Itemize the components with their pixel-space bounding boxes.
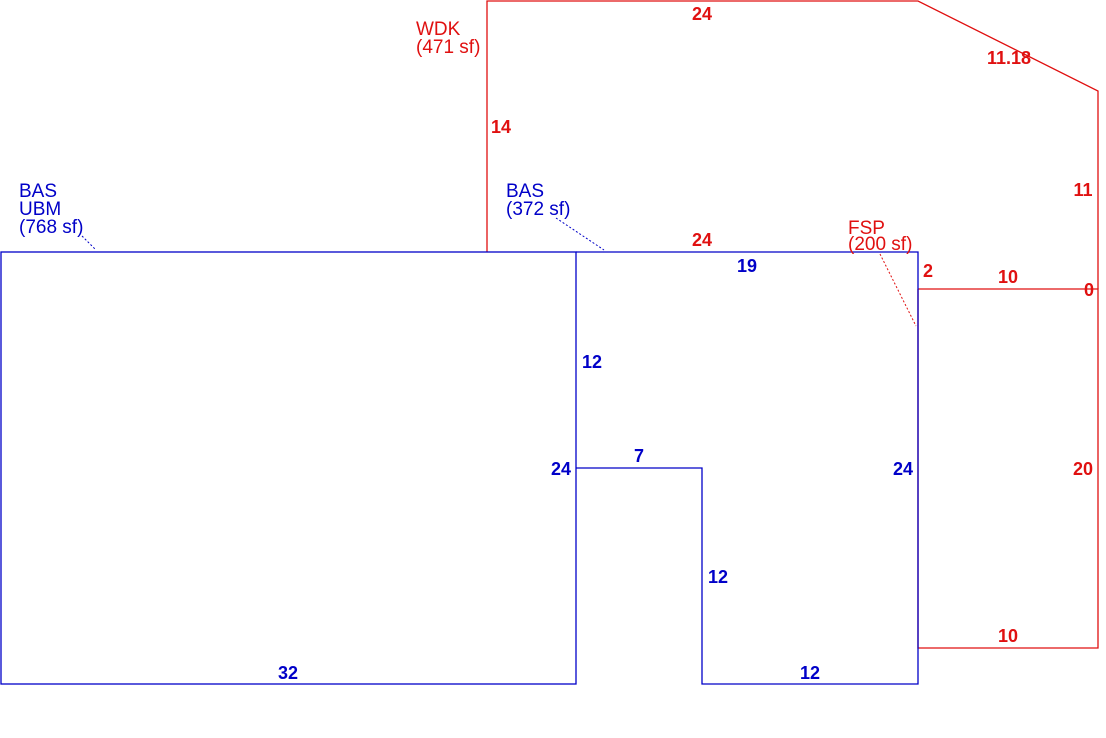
dim-bas-notch-top: 7 [634,446,644,466]
dim-fsp-right: 20 [1073,459,1093,479]
bas-outline [576,251,919,685]
dim-fsp-top: 10 [998,267,1018,287]
wdk-label-line2: (471 sf) [416,37,480,58]
dim-bas-bottom: 12 [800,663,820,683]
bas-leader-line [555,217,605,251]
dim-wdk-bottom: 24 [692,230,712,250]
bas-ubm-label-line1: BAS [19,181,57,202]
fsp-leader-line [879,253,917,327]
bas-ubm-label-line2: UBM [19,199,61,220]
bas-label-line2: (372 sf) [506,199,570,220]
bas-ubm-outline [0,251,577,685]
wdk-outline [486,0,1099,289]
dim-fsp-zero: 0 [1084,280,1094,300]
dim-bas-top: 19 [737,256,757,276]
living-shapes [0,217,919,685]
living-dimensions: 32 24 19 12 7 12 12 24 [278,256,913,683]
dim-bas-notch-side: 12 [708,567,728,587]
dim-fsp-bottom: 10 [998,626,1018,646]
dim-fsp-top-short: 2 [923,261,933,281]
dim-wdk-top: 24 [692,4,712,24]
exterior-dimensions: 24 11.18 14 24 11 2 10 0 20 10 [491,4,1094,646]
dim-wdk-left: 14 [491,117,511,137]
fsp-outline [917,288,1099,649]
fsp-label-line2: (200 sf) [848,234,912,255]
bas-ubm-leader-line [81,235,97,251]
area-labels: BAS UBM (768 sf) BAS (372 sf) WDK (471 s… [19,19,912,255]
wdk-label-line1: WDK [416,19,461,40]
dim-bas-right: 24 [893,459,913,479]
dim-ubm-bottom: 32 [278,663,298,683]
bas-label-line1: BAS [506,181,544,202]
exterior-shapes [486,0,1099,649]
dim-wdk-diagonal: 11.18 [987,48,1031,68]
dim-wdk-right: 11 [1073,180,1092,200]
dim-bas-left-upper: 12 [582,352,602,372]
dim-ubm-right: 24 [551,459,571,479]
bas-ubm-label-line3: (768 sf) [19,217,83,238]
fsp-label-line1: FSP [848,218,885,239]
